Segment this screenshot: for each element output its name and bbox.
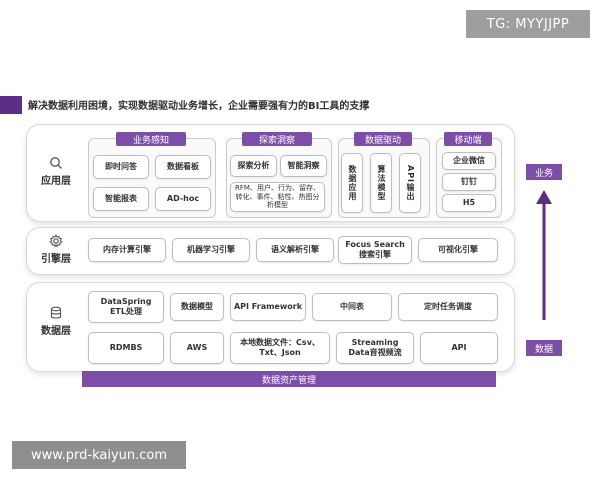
data-asset-management-bar: 数据资产管理 [82, 371, 496, 387]
box-analysis-models[interactable]: RFM、用户、行为、留存、转化、事件、粘性、热图分析模型 [230, 182, 325, 212]
headline-accent-bar [0, 96, 22, 114]
box-dataspring-etl[interactable]: DataSpring ETL处理 [88, 291, 164, 323]
box-algorithm-model[interactable]: 算法模型 [370, 153, 392, 213]
box-instant-qa[interactable]: 即时问答 [93, 155, 149, 179]
headline: 解决数据利用困境，实现数据驱动业务增长，企业需要强有力的BI工具的支撑 [28, 101, 370, 112]
box-visual-engine[interactable]: 可视化引擎 [418, 238, 498, 262]
engine-layer-label: 引擎层 [38, 234, 74, 265]
side-tag-data: 数据 [526, 340, 562, 356]
box-dingtalk[interactable]: 钉钉 [442, 173, 496, 191]
box-exploration-analysis[interactable]: 探索分析 [230, 155, 277, 177]
box-smart-insight[interactable]: 智能洞察 [280, 155, 327, 177]
box-ad-hoc[interactable]: AD-hoc [155, 187, 211, 211]
box-memory-engine[interactable]: 内存计算引擎 [88, 238, 166, 262]
layer-label-text: 应用层 [41, 176, 71, 187]
watermark-top: TG: MYYJJPP [466, 10, 590, 38]
box-rdmbs[interactable]: RDMBS [88, 332, 164, 364]
search-icon [50, 157, 62, 169]
group-tag-exploration-insight: 探索洞察 [242, 132, 312, 146]
box-data-application[interactable]: 数据应用 [341, 153, 363, 213]
data-layer-label: 数据层 [38, 306, 74, 337]
box-ml-engine[interactable]: 机器学习引擎 [172, 238, 250, 262]
group-tag-data-driven: 数据驱动 [354, 132, 412, 146]
database-icon [50, 306, 62, 319]
box-scheduled-tasks[interactable]: 定时任务调度 [398, 293, 498, 321]
gear-icon [49, 234, 63, 248]
box-middle-table[interactable]: 中间表 [312, 293, 392, 321]
box-data-model[interactable]: 数据模型 [170, 293, 224, 321]
group-tag-mobile: 移动端 [444, 132, 492, 146]
layer-label-text: 引擎层 [41, 254, 71, 265]
application-layer-label: 应用层 [38, 156, 74, 187]
side-tag-business: 业务 [526, 164, 562, 180]
box-dashboard[interactable]: 数据看板 [155, 155, 211, 179]
box-semantic-engine[interactable]: 语义解析引擎 [256, 238, 334, 262]
box-smart-report[interactable]: 智能报表 [93, 187, 149, 211]
group-tag-business-perception: 业务感知 [116, 132, 186, 146]
layer-label-text: 数据层 [41, 326, 71, 337]
box-api-framework[interactable]: API Framework [230, 293, 306, 321]
box-api[interactable]: API [420, 332, 498, 364]
box-wecom[interactable]: 企业微信 [442, 152, 496, 170]
up-arrow-icon [536, 190, 552, 320]
box-h5[interactable]: H5 [442, 194, 496, 212]
box-aws[interactable]: AWS [170, 332, 224, 364]
box-streaming-data[interactable]: Streaming Data音视频流 [336, 332, 414, 364]
watermark-bottom: www.prd-kaiyun.com [12, 441, 186, 469]
box-api-output[interactable]: API输出 [399, 153, 421, 213]
box-local-files[interactable]: 本地数据文件：Csv、 Txt、Json [230, 332, 330, 364]
box-search-engine[interactable]: Focus Search 搜索引擎 [338, 236, 412, 264]
